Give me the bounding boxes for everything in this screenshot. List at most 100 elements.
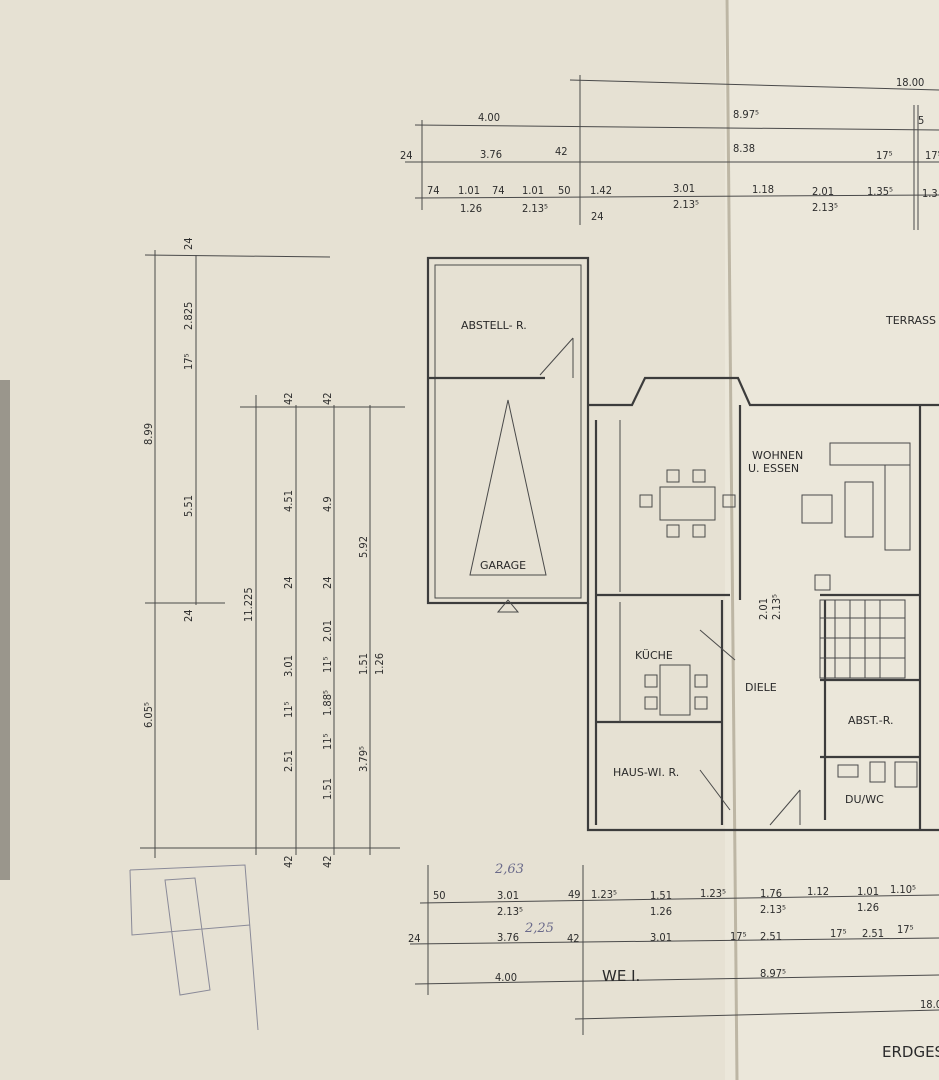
room-label-diele: DIELE	[745, 681, 777, 694]
dim-text: 3.76	[480, 148, 502, 161]
dim-text: 1.26	[857, 901, 879, 914]
dim-text: 3.01	[650, 931, 672, 944]
dim-text: 2.01	[812, 185, 834, 198]
dim-text: 8.97⁵	[733, 108, 759, 121]
dim-text: 24	[282, 576, 295, 589]
dim-text: 4.00	[495, 971, 517, 984]
dim-text: 8.97⁵	[760, 967, 786, 980]
dim-text: 4.00	[478, 111, 500, 124]
dim-text: 3.01	[497, 889, 519, 902]
dim-text: 3.01	[282, 655, 295, 677]
dim-text: 1.01	[857, 885, 879, 898]
dim-text: 2.01	[321, 620, 334, 642]
paper-edge-shadow	[0, 380, 10, 880]
room-label-abstell: ABSTELL- R.	[461, 319, 527, 332]
room-label-haus-wirtschaftsraum: HAUS-WI. R.	[613, 766, 679, 779]
dim-text: 2.825	[182, 302, 195, 330]
total-width-top: 18.00	[896, 76, 924, 89]
paper-sheet-right	[725, 0, 939, 1080]
dim-text: 50	[558, 184, 571, 197]
dim-text: 24	[408, 932, 421, 945]
dim-text: 74	[492, 184, 505, 197]
dim-text: 8.38	[733, 142, 755, 155]
dim-text: 2.13⁵	[497, 905, 523, 918]
top-dimension-lines	[405, 75, 939, 230]
dim-text: 1.01	[458, 184, 480, 197]
dim-text: 24	[321, 576, 334, 589]
dim-text: 2.13⁵	[673, 198, 699, 211]
dim-text: 2.01	[757, 598, 770, 620]
floor-label: ERDGES	[882, 1043, 939, 1061]
dim-text: 24	[591, 210, 604, 223]
room-label-essen: U. ESSEN	[748, 462, 799, 475]
dim-text: 11⁵	[321, 733, 334, 750]
dim-text: 17⁵	[830, 927, 847, 940]
room-label-wohnen: WOHNEN	[752, 449, 803, 462]
bottom-dimensions: 50 3.01 2.13⁵ 49 1.23⁵ 1.51 1.26 1.23⁵ 1…	[408, 862, 916, 984]
dim-text: 1.01	[522, 184, 544, 197]
dim-text: 11⁵	[321, 656, 334, 673]
dim-text: 50	[433, 889, 446, 902]
dim-text: 2.13⁵	[760, 903, 786, 916]
dim-text: 1.88⁵	[321, 690, 334, 716]
dim-text: 1.42	[590, 184, 612, 197]
walls	[426, 256, 939, 832]
room-label-garage: GARAGE	[480, 559, 526, 572]
dim-text: 1.51	[650, 889, 672, 902]
dim-text: 3.01	[673, 182, 695, 195]
dim-text: 1.26	[373, 653, 386, 675]
dim-text: 5.51	[182, 495, 195, 517]
left-dimension-lines	[140, 250, 405, 858]
dim-text: 42	[321, 392, 334, 405]
bottom-dimension-lines	[409, 865, 939, 1035]
dim-text: 1.26	[460, 202, 482, 215]
garage-parking-symbol	[469, 399, 547, 613]
dim-text: 2.13⁵	[770, 594, 783, 620]
dining-table	[639, 469, 736, 538]
dim-text: 1.18	[752, 183, 774, 196]
kitchen-table	[644, 664, 708, 716]
dim-text: 2.51	[862, 927, 884, 940]
room-label-terrasse: TERRASS	[885, 314, 936, 327]
dim-text: 42	[282, 392, 295, 405]
dim-text: 2.13⁵	[812, 201, 838, 214]
pencil-sketch	[129, 864, 259, 1031]
unit-label: WE I.	[602, 967, 640, 985]
dim-text: 24	[182, 609, 195, 622]
dim-text: 17⁵	[897, 923, 914, 936]
handwritten-note: 2,25	[524, 921, 554, 936]
dim-text: 3.79⁵	[357, 746, 370, 772]
dim-text: 1.51	[357, 653, 370, 675]
dim-text: 11.225	[242, 587, 255, 622]
dim-text: 42	[282, 855, 295, 868]
top-dimensions: 4.00 8.97⁵ 5 24 3.76 42 8.38 17⁵ 17⁵ 74 …	[400, 108, 939, 223]
dim-text: 17⁵	[182, 353, 195, 370]
dim-text: 2.51	[282, 750, 295, 772]
dim-text: 6.05⁵	[142, 702, 155, 728]
dim-text: 42	[555, 145, 568, 158]
dim-text: 24	[182, 237, 195, 250]
dim-text: 1.51	[321, 778, 334, 800]
dim-text: 5.92	[357, 536, 370, 558]
dim-text: 2.51	[760, 930, 782, 943]
inner-dimensions: 2.01 2.13⁵	[757, 594, 783, 620]
dim-text: 42	[567, 932, 580, 945]
staircase	[819, 599, 906, 679]
paper-fold	[725, 0, 739, 1080]
room-label-du-wc: DU/WC	[845, 793, 884, 806]
dim-text: 5	[918, 114, 924, 127]
dim-text: 24	[400, 149, 413, 162]
dim-text: 1.3	[922, 187, 938, 200]
dim-text: 11⁵	[282, 701, 295, 718]
dim-text: 8.99	[142, 423, 155, 445]
dim-text: 1.26	[650, 905, 672, 918]
dim-text: 2.13⁵	[522, 202, 548, 215]
dim-text: 1.12	[807, 885, 829, 898]
dim-text: 1.23⁵	[591, 888, 617, 901]
dim-text: 4.9	[321, 496, 334, 512]
dim-text: 1.76	[760, 887, 782, 900]
dim-text: 1.35⁵	[867, 185, 893, 198]
handwritten-note: 2,63	[494, 862, 524, 877]
dim-text: 49	[568, 888, 581, 901]
